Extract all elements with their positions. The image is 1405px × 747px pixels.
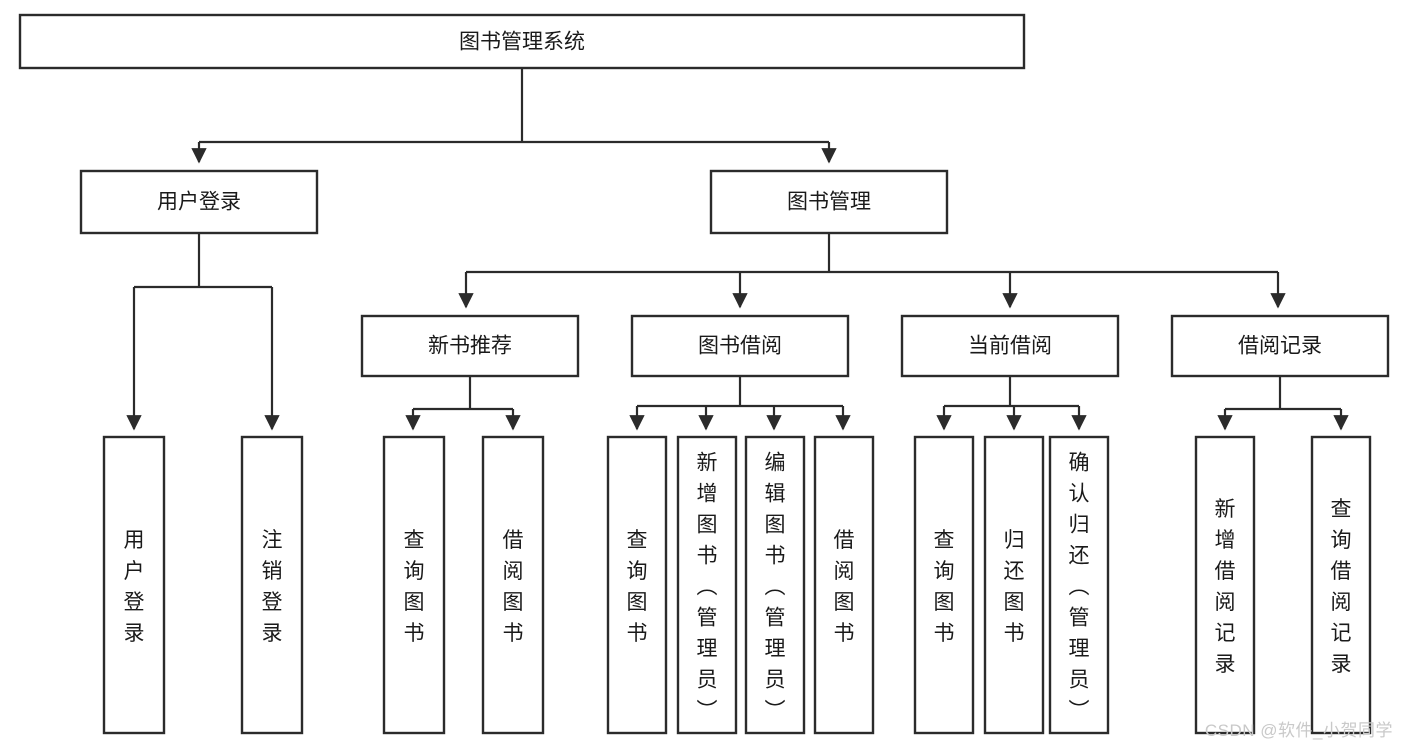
leaf-new-book-2-label: 借阅图书 xyxy=(503,529,524,645)
node-root[interactable]: 图书管理系统 xyxy=(18,13,1026,70)
leaf-book-borrow-4[interactable] xyxy=(813,435,875,735)
node-current-borrow-box[interactable] xyxy=(900,314,1120,378)
leaf-book-borrow-1-label: 查询图书 xyxy=(627,529,648,645)
connector-group-current-borrow xyxy=(936,377,1087,431)
node-book-mgmt-box[interactable] xyxy=(709,169,949,235)
leaf-current-borrow-3[interactable] xyxy=(1048,435,1110,735)
node-book-mgmt-label: 图书管理 xyxy=(787,191,871,214)
leaf-book-borrow-3[interactable] xyxy=(744,435,806,735)
node-user-login-label: 用户登录 xyxy=(157,191,241,214)
leaf-book-borrow-3-label: 编辑图书︵管理员︶ xyxy=(765,452,786,723)
leaf-current-borrow-2[interactable] xyxy=(983,435,1045,735)
connector-group-root xyxy=(191,68,837,164)
node-borrow-record-label: 借阅记录 xyxy=(1238,335,1322,358)
leaf-user-login-2[interactable] xyxy=(240,435,304,735)
leaf-borrow-record-2[interactable] xyxy=(1310,435,1372,735)
watermark-text: CSDN @软件_小贺同学 xyxy=(1204,721,1393,740)
leaf-current-borrow-1-label: 查询图书 xyxy=(934,529,955,645)
node-new-book-box[interactable] xyxy=(360,314,580,378)
connector-group-new-book xyxy=(405,377,521,431)
node-new-book-label: 新书推荐 xyxy=(428,335,512,358)
leaf-new-book-1-box[interactable] xyxy=(382,435,446,735)
leaf-new-book-1[interactable] xyxy=(382,435,446,735)
leaf-label-layer: 用户登录 注销登录 查询图书 借阅图书 查询图书 新增图书︵管理员︶ 编辑图书︵管理员︶ 借阅… xyxy=(124,452,1352,723)
node-user-login[interactable]: 用户登录 xyxy=(79,169,319,235)
leaf-new-book-1-label: 查询图书 xyxy=(404,529,425,645)
leaf-book-borrow-3-box[interactable] xyxy=(744,435,806,735)
node-book-mgmt[interactable]: 图书管理 xyxy=(709,169,949,235)
leaf-current-borrow-1-box[interactable] xyxy=(913,435,975,735)
leaf-user-login-1[interactable] xyxy=(102,435,166,735)
connector-group-user-login xyxy=(126,234,280,431)
leaf-book-borrow-2-label: 新增图书︵管理员︶ xyxy=(697,452,718,723)
leaf-borrow-record-1[interactable] xyxy=(1194,435,1256,735)
node-root-box[interactable] xyxy=(18,13,1026,70)
leaf-current-borrow-1[interactable] xyxy=(913,435,975,735)
node-borrow-record-box[interactable] xyxy=(1170,314,1390,378)
leaf-book-borrow-1[interactable] xyxy=(606,435,668,735)
node-book-borrow-label: 图书借阅 xyxy=(698,335,782,358)
connector-group-borrow-record xyxy=(1217,377,1349,431)
node-new-book[interactable]: 新书推荐 xyxy=(360,314,580,378)
leaf-new-book-2[interactable] xyxy=(481,435,545,735)
node-current-borrow[interactable]: 当前借阅 xyxy=(900,314,1120,378)
leaf-current-borrow-2-box[interactable] xyxy=(983,435,1045,735)
leaf-user-login-1-box[interactable] xyxy=(102,435,166,735)
node-book-borrow-box[interactable] xyxy=(630,314,850,378)
leaf-user-login-1-label: 用户登录 xyxy=(124,529,145,645)
node-current-borrow-label: 当前借阅 xyxy=(968,335,1052,358)
leaf-borrow-record-2-label: 查询借阅记录 xyxy=(1331,498,1352,676)
leaf-current-borrow-3-box[interactable] xyxy=(1048,435,1110,735)
leaf-book-borrow-1-box[interactable] xyxy=(606,435,668,735)
leaf-book-borrow-4-box[interactable] xyxy=(813,435,875,735)
leaf-borrow-record-1-box[interactable] xyxy=(1194,435,1256,735)
leaf-current-borrow-3-label: 确认归还︵管理员︶ xyxy=(1069,452,1090,723)
node-borrow-record[interactable]: 借阅记录 xyxy=(1170,314,1390,378)
leaf-borrow-record-2-box[interactable] xyxy=(1310,435,1372,735)
leaf-user-login-2-box[interactable] xyxy=(240,435,304,735)
leaf-borrow-record-1-label: 新增借阅记录 xyxy=(1215,498,1236,676)
node-user-login-box[interactable] xyxy=(79,169,319,235)
leaf-new-book-2-box[interactable] xyxy=(481,435,545,735)
node-root-label: 图书管理系统 xyxy=(459,31,585,54)
connector-group-book-mgmt xyxy=(458,234,1286,309)
leaf-current-borrow-2-label: 归还图书 xyxy=(1004,529,1025,645)
node-book-borrow[interactable]: 图书借阅 xyxy=(630,314,850,378)
leaf-book-borrow-4-label: 借阅图书 xyxy=(834,529,855,645)
leaf-book-borrow-2[interactable] xyxy=(676,435,738,735)
connector-group-book-borrow xyxy=(629,377,851,431)
leaf-book-borrow-2-box[interactable] xyxy=(676,435,738,735)
leaf-user-login-2-label: 注销登录 xyxy=(262,529,283,645)
